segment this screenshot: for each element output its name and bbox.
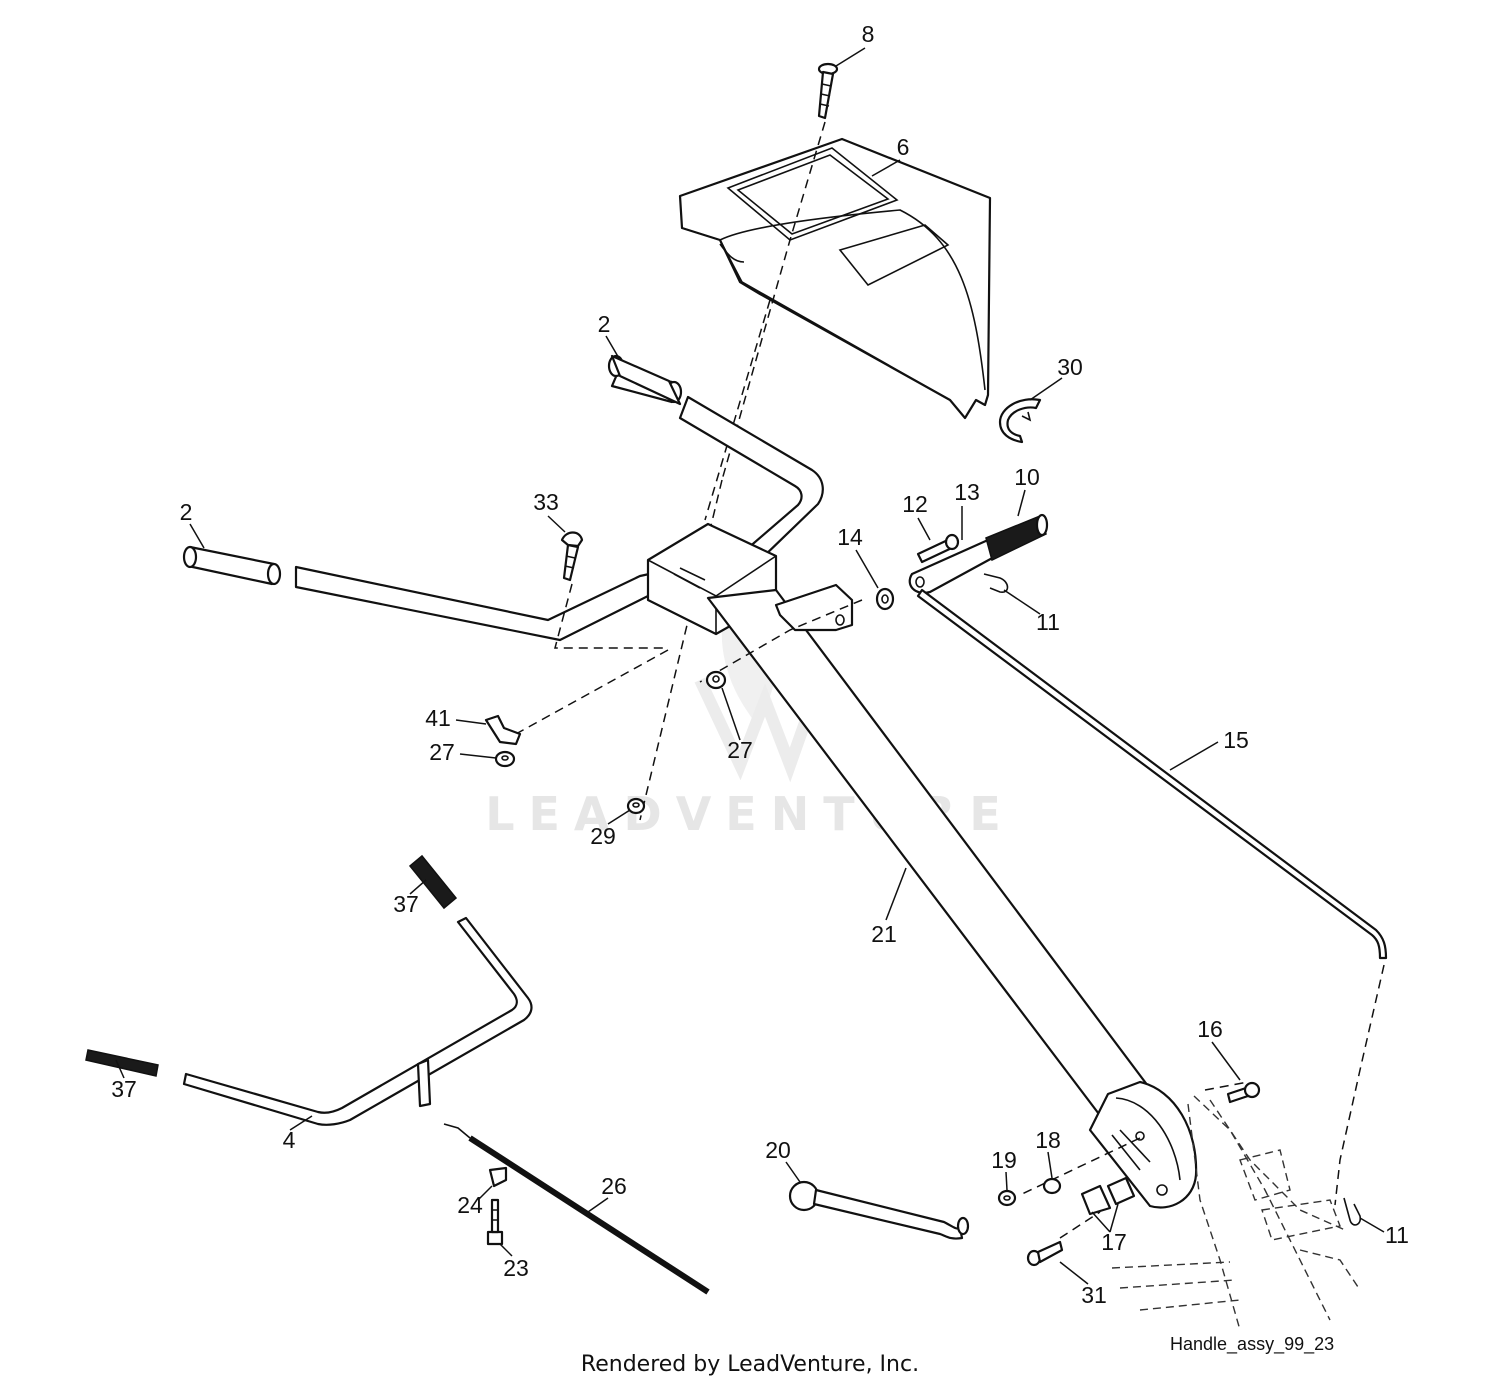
callout-20: 20 [765, 1137, 791, 1163]
callout-17: 17 [1101, 1229, 1127, 1255]
callout-16: 16 [1197, 1016, 1223, 1042]
callout-2-upper: 2 [598, 311, 611, 337]
callout-27-left: 27 [429, 739, 455, 765]
part-14-spacer [875, 587, 895, 611]
callout-33: 33 [533, 489, 559, 515]
callout-23: 23 [503, 1255, 529, 1281]
part-20-shift-lever [788, 1180, 970, 1240]
callout-29: 29 [590, 823, 616, 849]
callout-6: 6 [897, 134, 910, 160]
part-26-cable [443, 1123, 710, 1295]
part-33-bolt [560, 531, 584, 582]
part-16-bolt [1226, 1081, 1261, 1104]
callout-10: 10 [1014, 464, 1040, 490]
callout-13: 13 [954, 479, 980, 505]
part-31-bolt [1026, 1240, 1064, 1267]
part-21-handle-tube [646, 522, 1198, 1209]
part-12-bolt [916, 533, 960, 564]
part-11-hairpin-lower [1343, 1197, 1362, 1226]
callout-30: 30 [1057, 354, 1083, 380]
part-23-bolt [486, 1198, 504, 1246]
callout-19: 19 [991, 1147, 1017, 1173]
tiller-frame-ghost [1111, 1095, 1361, 1331]
part-18-nut [1042, 1177, 1062, 1195]
part-30-clip [998, 398, 1042, 444]
callout-37-left: 37 [111, 1076, 137, 1102]
callout-labels: 8 6 2 30 10 13 12 2 33 14 11 15 41 27 27… [111, 21, 1409, 1308]
part-6-console-cover [678, 137, 992, 420]
part-27-nut-center [705, 670, 727, 690]
part-41-clamp [484, 714, 522, 746]
figure-id: Handle_assy_99_23 [1170, 1334, 1334, 1355]
callout-26: 26 [601, 1173, 627, 1199]
callout-27-center: 27 [727, 737, 753, 763]
part-37-grip-top [408, 854, 458, 910]
callout-21: 21 [871, 921, 897, 947]
part-29-nut [626, 797, 646, 815]
callout-37-top: 37 [393, 891, 419, 917]
callout-41: 41 [425, 705, 451, 731]
callout-24: 24 [457, 1192, 483, 1218]
part-17-bushings [1080, 1176, 1136, 1216]
part-27-nut-left [494, 750, 516, 768]
callout-11-upper: 11 [1036, 609, 1060, 635]
callout-4: 4 [283, 1127, 296, 1153]
callout-leaders [115, 47, 1385, 1285]
callout-11-lower: 11 [1385, 1222, 1409, 1248]
part-2-left-grip [182, 545, 282, 586]
callout-8: 8 [862, 21, 875, 47]
callout-31: 31 [1081, 1282, 1107, 1308]
callout-12: 12 [902, 491, 928, 517]
callout-15: 15 [1223, 727, 1249, 753]
footer-credit: Rendered by LeadVenture, Inc. [580, 1352, 920, 1377]
part-4-lower-handlebar [182, 916, 533, 1126]
part-11-hairpin-upper [983, 573, 1009, 593]
part-2-upper-grip [607, 354, 683, 406]
part-15-control-rod [916, 588, 1388, 960]
part-37-grip-left [85, 1049, 159, 1077]
callout-18: 18 [1035, 1127, 1061, 1153]
callout-2-left: 2 [180, 499, 193, 525]
callout-14: 14 [837, 524, 863, 550]
part-8-screw [817, 62, 839, 120]
part-10-grip [985, 513, 1049, 562]
part-13-lever [908, 538, 998, 594]
part-24-clip [488, 1166, 508, 1188]
part-19-washer [997, 1189, 1017, 1207]
